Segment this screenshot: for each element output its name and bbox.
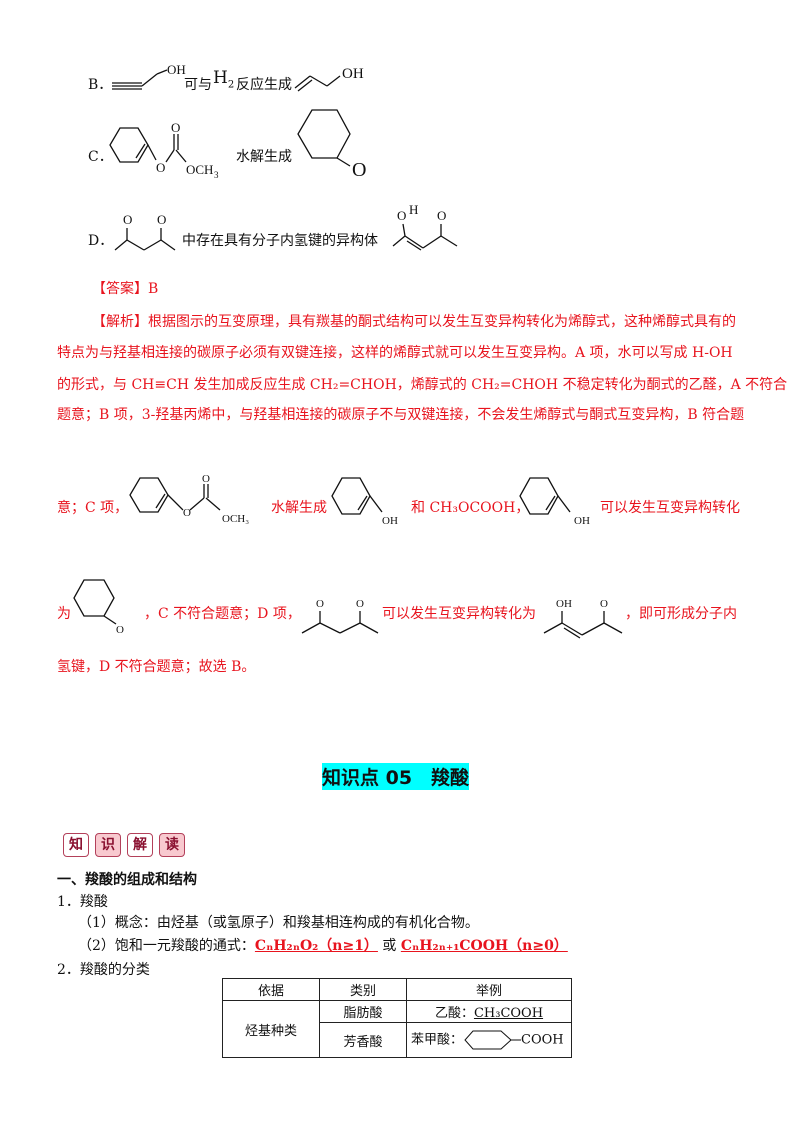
badge-char: 读 [159,833,185,857]
svg-text:O: O [600,598,608,610]
answer: 【答案】B [92,281,159,297]
badge-char: 识 [95,833,121,857]
item-1: 1．羧酸 [57,894,108,910]
analysis-line-3: 的形式，与 CH≡CH 发生加成反应生成 CH₂=CHOH，烯醇式的 CH₂=C… [57,377,788,393]
svg-text:OH: OH [382,515,398,527]
knowledge-badge: 知识解读 [63,833,191,857]
benzene-ring-icon [464,1030,522,1050]
svg-text:3: 3 [214,170,219,180]
svg-text:H: H [409,202,418,217]
badge-char: 知 [63,833,89,857]
header-cell: 类别 [319,978,407,1001]
cyclohexanone-structure: O [297,109,366,181]
svg-text:OCH₃: OCH₃ [222,513,249,525]
analysis-line-6a: 为 [57,606,71,622]
analysis-line-2: 特点为与羟基相连接的碳原子必须有双键连接，这样的烯醇式就可以发生互变异构。A 项… [57,345,733,361]
analysis-line-6d: ，即可形成分子内 [625,606,737,622]
svg-text:OCH: OCH [186,162,213,177]
svg-text:O: O [157,212,166,227]
example-cell: 苯甲酸：COOH [406,1022,572,1058]
svg-text:O: O [437,208,446,223]
analysis-line-4: 题意；B 项，3-羟基丙烯中，与羟基相连接的碳原子不与双键连接，不会发生烯醇式与… [57,407,745,423]
option-b-text1: 可与 [184,77,212,93]
option-b-text2: 反应生成 [236,77,292,93]
svg-text:OH: OH [342,66,364,82]
option-b-label: B． [88,77,113,93]
item-1a: （1）概念：由烃基（或氢原子）和羧基相连构成的有机化合物。 [78,915,479,931]
svg-text:O: O [183,507,191,519]
option-d-label: D． [88,233,114,249]
analysis-line-6c: 可以发生互变异构转化为 [382,606,536,622]
heading-composition: 一、羧酸的组成和结构 [57,872,197,888]
svg-text:O: O [116,624,124,636]
analysis-line-5c: 和 CH₃OCOOH， [411,500,530,516]
enol-structure: OH O [543,598,623,639]
example-cell: 乙酸：CH₃COOH [406,1000,572,1023]
category-cell: 脂肪酸 [319,1000,407,1023]
item-1b: （2）饱和一元羧酸的通式：CₙH₂ₙO₂（n≥1） 或 CₙH₂ₙ₊₁COOH（… [78,938,568,954]
svg-text:O: O [171,120,180,135]
analysis-line-5d: 可以发生互变异构转化 [600,500,740,516]
section-title: 知识点 05 羧酸 [322,763,470,790]
h2: H2 [213,68,235,91]
group-cell: 烃基种类 [222,1000,320,1058]
analysis-line-7: 氢键，D 不符合题意；故选 B。 [57,659,256,675]
svg-text:OH: OH [556,598,572,610]
header-cell: 举例 [406,978,572,1001]
badge-char: 解 [127,833,153,857]
svg-text:O: O [202,473,210,485]
svg-text:O: O [397,208,406,223]
analysis-line-5b: 水解生成 [271,500,327,516]
svg-text:OH: OH [167,62,186,77]
propargyl-alcohol-structure: OH [112,62,186,90]
option-c-label: C． [88,149,113,165]
svg-text:O: O [156,160,165,175]
svg-text:OH: OH [574,515,590,527]
cyclohexanone-structure-2: O [73,579,124,636]
item-2: 2．羧酸的分类 [57,962,150,978]
svg-text:O: O [316,598,324,610]
analysis-line-6b: ，C 不符合题意；D 项， [144,606,301,622]
analysis-line-1: 【解析】根据图示的互变原理，具有羰基的酮式结构可以发生互变异构转化为烯醇式，这种… [92,314,736,330]
enol-carbonate-structure-2: O O OCH₃ [129,473,249,525]
svg-text:O: O [123,212,132,227]
analysis-line-5a: 意；C 项， [57,500,129,516]
svg-text:O: O [352,159,366,181]
cyclohexenol-structure-2: OH [519,477,590,527]
svg-text:O: O [356,598,364,610]
allyl-alcohol-structure: OH [294,66,364,92]
cyclohexenol-structure: OH [331,477,398,527]
category-cell: 芳香酸 [319,1022,407,1058]
header-cell: 依据 [222,978,320,1001]
option-d-text: 中存在具有分子内氢键的异构体 [182,233,378,249]
option-c-text: 水解生成 [236,149,292,165]
classification-table: 依据类别举例 烃基种类脂肪酸乙酸：CH₃COOH 芳香酸苯甲酸：COOH [222,978,572,1058]
